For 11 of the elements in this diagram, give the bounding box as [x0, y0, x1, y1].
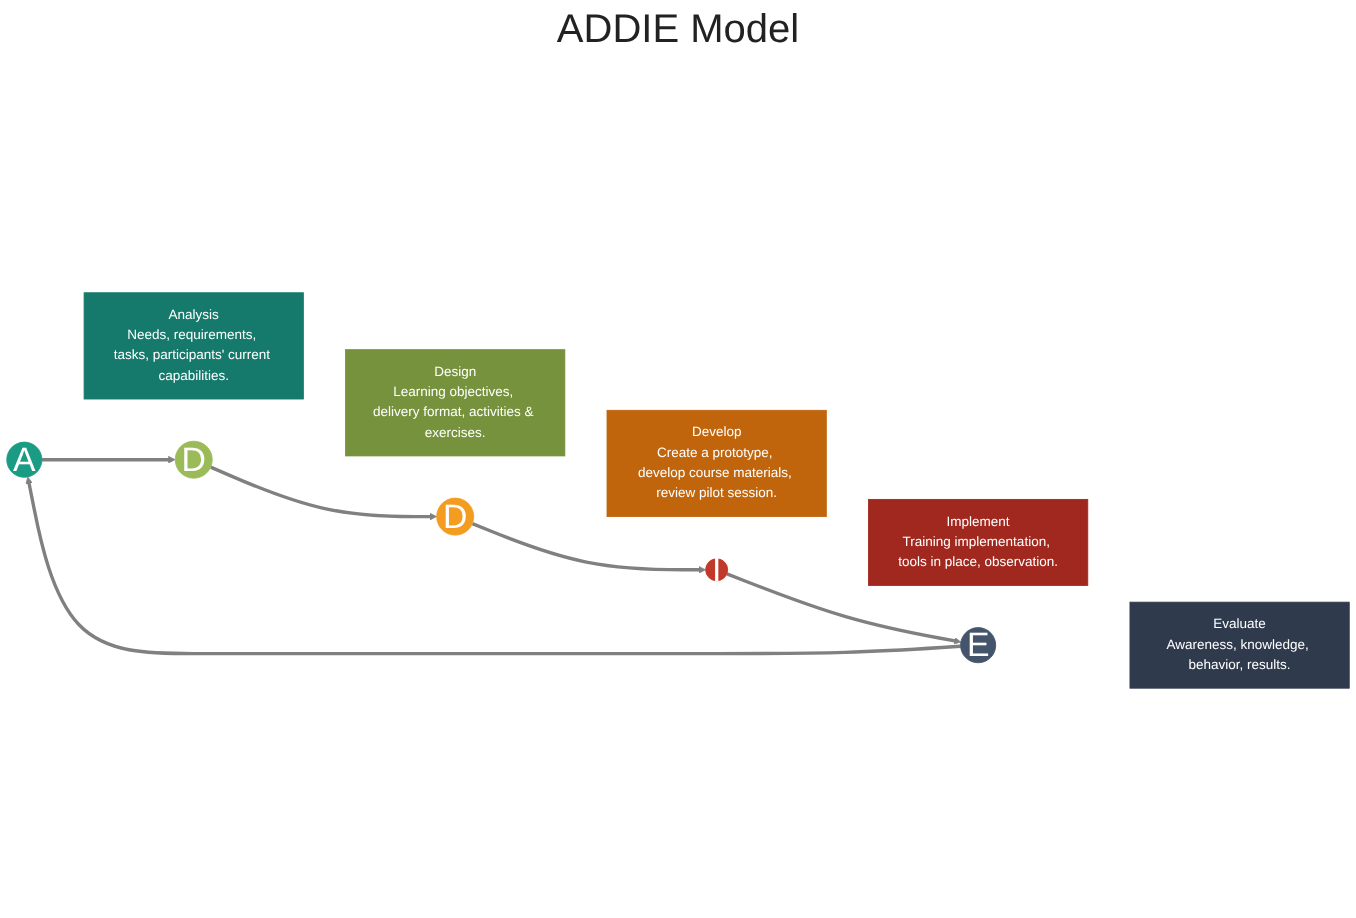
node-circle: A: [6, 441, 43, 478]
arrow: [41, 455, 176, 463]
arrow: [25, 476, 961, 655]
arrow: [726, 571, 962, 644]
node-circle: E: [960, 626, 997, 663]
arrow: [210, 465, 438, 520]
node-circle: I: [705, 557, 729, 581]
arrow: [471, 521, 706, 573]
node-circle: D: [174, 440, 213, 479]
diagram-title: ADDIE Model: [556, 8, 800, 54]
node-circle: D: [436, 497, 475, 536]
